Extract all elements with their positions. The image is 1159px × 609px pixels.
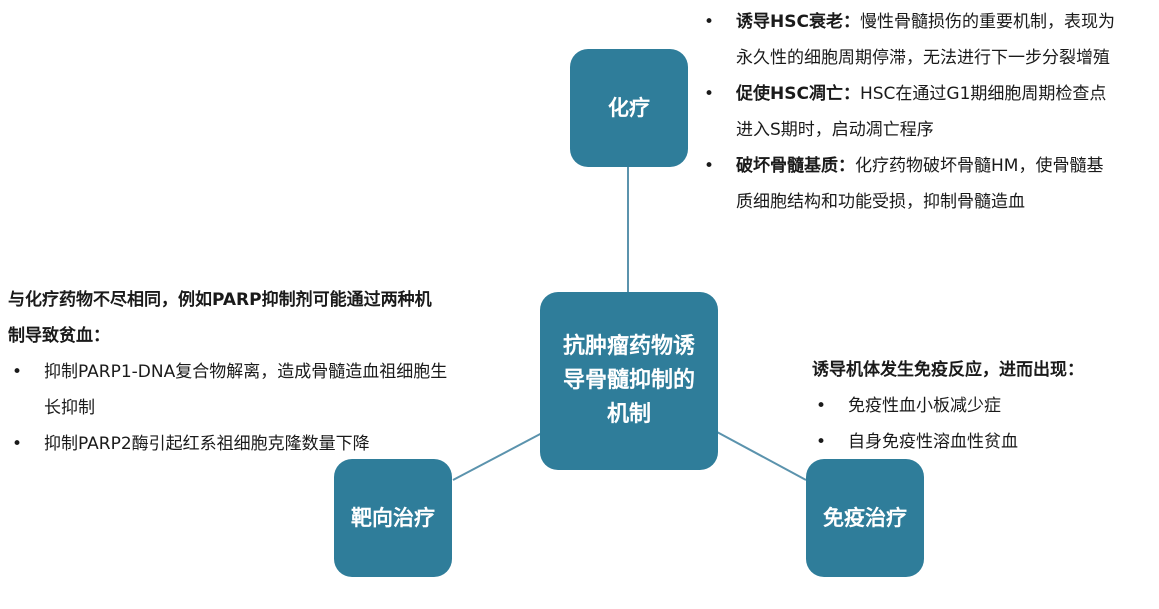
chemo-node-label: 化疗 [608, 95, 650, 120]
immunotherapy-node: 免疫治疗 [806, 459, 924, 577]
immunotherapy-node-label: 免疫治疗 [823, 505, 907, 530]
center-node-line-2: 导骨髓抑制的 [562, 367, 695, 393]
connector-center-immuno [716, 431, 807, 481]
immunotherapy-notes: 诱导机体发生免疫反应，进而出现： 免疫性血小板减少症 自身免疫性溶血性贫血 [812, 352, 1142, 460]
immunotherapy-item-1: 免疫性血小板减少症 [812, 388, 1142, 424]
targeted-therapy-notes: 与化疗药物不尽相同，例如PARP抑制剂可能通过两种机制导致贫血： 抑制PARP1… [8, 282, 448, 462]
chemo-note-apoptosis: 促使HSC凋亡：HSC在通过G1期细胞周期检查点进入S期时，启动凋亡程序 [700, 76, 1120, 148]
chemo-note-apoptosis-title: 促使HSC凋亡： [736, 84, 860, 104]
chemo-note-stroma-text: 化疗药物破坏骨髓HM，使骨髓基质细胞结构和功能受损，抑制骨髓造血 [736, 156, 1104, 212]
center-node: 抗肿瘤药物诱 导骨髓抑制的 机制 [540, 292, 718, 470]
center-node-line-1: 抗肿瘤药物诱 [562, 333, 695, 359]
chemo-note-senescence-text: 慢性骨髓损伤的重要机制，表现为永久性的细胞周期停滞，无法进行下一步分裂增殖 [736, 12, 1115, 68]
targeted-therapy-node: 靶向治疗 [334, 459, 452, 577]
center-node-line-3: 机制 [606, 402, 651, 428]
chemo-note-stroma-title: 破坏骨髓基质： [736, 156, 855, 176]
targeted-therapy-heading: 与化疗药物不尽相同，例如PARP抑制剂可能通过两种机制导致贫血： [8, 290, 432, 346]
immunotherapy-heading: 诱导机体发生免疫反应，进而出现： [812, 360, 1084, 380]
chemo-note-apoptosis-text: HSC在通过G1期细胞周期检查点进入S期时，启动凋亡程序 [736, 84, 1107, 140]
chemo-note-senescence-title: 诱导HSC衰老： [736, 12, 860, 32]
immunotherapy-item-2: 自身免疫性溶血性贫血 [812, 424, 1142, 460]
targeted-therapy-item-2: 抑制PARP2酶引起红系祖细胞克隆数量下降 [8, 426, 448, 462]
chemo-node: 化疗 [570, 49, 688, 167]
targeted-therapy-node-label: 靶向治疗 [351, 505, 435, 530]
chemo-note-stroma: 破坏骨髓基质：化疗药物破坏骨髓HM，使骨髓基质细胞结构和功能受损，抑制骨髓造血 [700, 148, 1120, 220]
connector-center-targeted [452, 431, 545, 481]
targeted-therapy-item-1: 抑制PARP1-DNA复合物解离，造成骨髓造血祖细胞生长抑制 [8, 354, 448, 426]
chemo-note-senescence: 诱导HSC衰老：慢性骨髓损伤的重要机制，表现为永久性的细胞周期停滞，无法进行下一… [700, 4, 1120, 76]
chemo-notes: 诱导HSC衰老：慢性骨髓损伤的重要机制，表现为永久性的细胞周期停滞，无法进行下一… [700, 4, 1120, 220]
